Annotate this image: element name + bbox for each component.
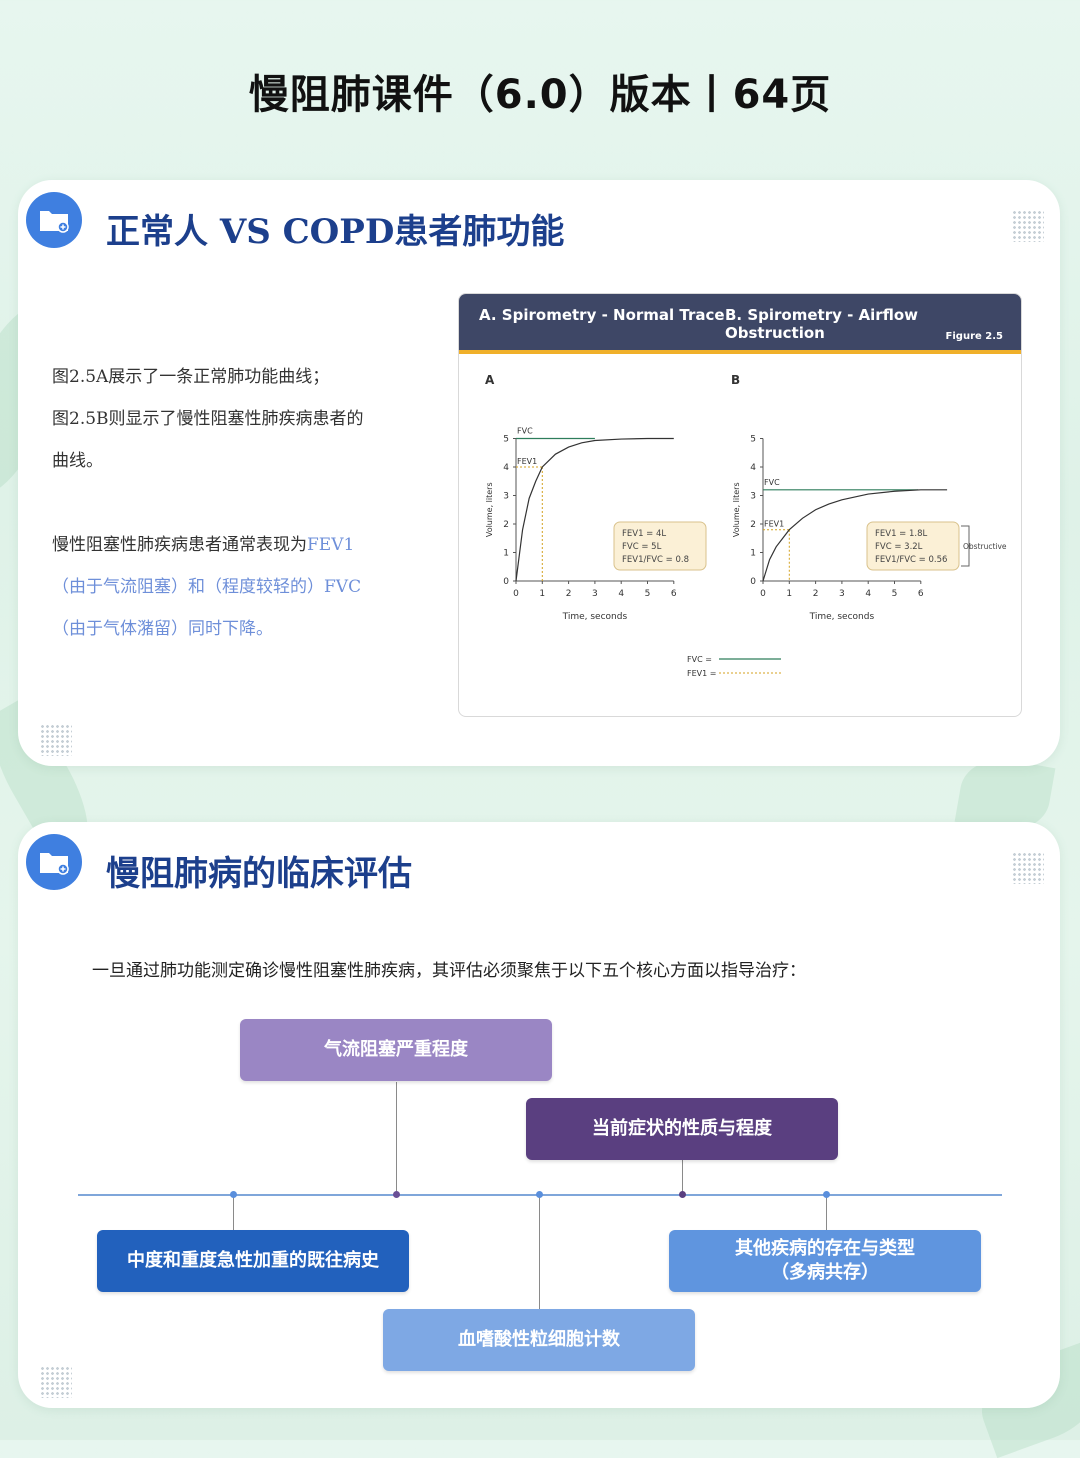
- info-box: [613, 521, 707, 571]
- connector-line: [539, 1194, 540, 1309]
- y-tick-label: 2: [750, 520, 756, 530]
- highlight-fev1: FEV1: [307, 535, 355, 555]
- folder-icon: [26, 192, 82, 248]
- text-line: 图2.5A展示了一条正常肺功能曲线；: [52, 367, 330, 387]
- fvc-label: FVC: [764, 478, 780, 487]
- text-span: 慢性阻塞性肺疾病患者通常表现为: [52, 535, 307, 555]
- x-tick-label: 3: [839, 589, 845, 599]
- x-tick-label: 5: [892, 589, 898, 599]
- connector-line: [233, 1194, 234, 1230]
- timeline-node: [393, 1191, 400, 1198]
- x-axis-label: Time, seconds: [562, 612, 628, 622]
- assessment-intro: 一旦通过肺功能测定确诊慢性阻塞性肺疾病，其评估必须聚焦于以下五个核心方面以指导治…: [92, 961, 806, 981]
- legend-fvc-label: FVC =: [687, 655, 712, 664]
- folder-icon: [26, 834, 82, 890]
- aspect-exacerbation-history: 中度和重度急性加重的既往病史: [97, 1230, 409, 1292]
- volume-curve: [515, 437, 674, 582]
- timeline-node: [679, 1191, 686, 1198]
- info-text: FVC = 3.2L: [875, 542, 923, 552]
- y-tick-label: 4: [503, 463, 509, 473]
- figure-title-b: B. Spirometry - Airflow Obstruction: [725, 306, 918, 342]
- panel-letter: B: [731, 373, 740, 387]
- timeline-node: [823, 1191, 830, 1198]
- fev1-label: FEV1: [764, 520, 784, 529]
- y-tick-label: 1: [750, 549, 756, 559]
- aspect-label: 血嗜酸性粒细胞计数: [458, 1329, 620, 1350]
- timeline-node: [536, 1191, 543, 1198]
- y-axis-label: Volume, liters: [732, 482, 741, 537]
- aspect-label: 其他疾病的存在与类型: [735, 1238, 915, 1259]
- info-text: FEV1/FVC = 0.56: [875, 555, 947, 565]
- fvc-label: FVC: [517, 427, 533, 436]
- info-text: FEV1/FVC = 0.8: [622, 555, 689, 565]
- y-tick-label: 0: [503, 577, 509, 587]
- page-title: 慢阻肺课件（6.0）版本丨64页: [248, 72, 832, 118]
- y-tick-label: 1: [503, 549, 509, 559]
- aspect-comorbidities: 其他疾病的存在与类型 （多病共存）: [669, 1230, 981, 1292]
- y-tick-label: 0: [750, 577, 756, 587]
- figure-number: Figure 2.5: [945, 331, 1003, 342]
- info-text: FEV1 = 4L: [622, 529, 666, 539]
- description-paragraph-2: 慢性阻塞性肺疾病患者通常表现为FEV1 （由于气流阻塞）和（程度较轻的）FVC …: [52, 524, 432, 650]
- obstructive-bracket: [961, 525, 970, 567]
- aspect-airflow-severity: 气流阻塞严重程度: [240, 1019, 552, 1081]
- section-title: 正常人 VS COPD患者肺功能: [106, 212, 565, 252]
- connector-line: [682, 1160, 683, 1194]
- dot-grid-decoration: [1012, 210, 1044, 242]
- aspect-label: 当前症状的性质与程度: [592, 1118, 772, 1139]
- aspect-label: 气流阻塞严重程度: [324, 1039, 468, 1060]
- highlight-line: （由于气体潴留）同时下降。: [52, 619, 273, 639]
- highlight-line: （由于气流阻塞）和（程度较轻的）FVC: [52, 577, 362, 597]
- x-tick-label: 1: [786, 589, 792, 599]
- y-tick-label: 2: [503, 520, 509, 530]
- section-title: 慢阻肺病的临床评估: [106, 854, 412, 894]
- text-line: 曲线。: [52, 451, 103, 471]
- x-tick-label: 2: [566, 589, 572, 599]
- volume-curve: [762, 489, 948, 582]
- x-tick-label: 2: [813, 589, 819, 599]
- connector-line: [826, 1194, 827, 1230]
- x-tick-label: 0: [760, 589, 766, 599]
- y-tick-label: 5: [750, 435, 756, 445]
- spirometry-figure: A. Spirometry - Normal Trace B. Spiromet…: [458, 293, 1022, 717]
- x-tick-label: 1: [539, 589, 545, 599]
- aspect-current-symptoms: 当前症状的性质与程度: [526, 1098, 838, 1160]
- x-tick-label: 6: [918, 589, 924, 599]
- info-text: FEV1 = 1.8L: [875, 529, 928, 539]
- x-tick-label: 6: [671, 589, 677, 599]
- text-line: 慢性阻塞性肺疾病患者通常表现为FEV1: [52, 524, 432, 566]
- figure-header: A. Spirometry - Normal Trace B. Spiromet…: [459, 294, 1021, 354]
- y-tick-label: 3: [750, 492, 756, 502]
- description-paragraph-1: 图2.5A展示了一条正常肺功能曲线； 图2.5B则显示了慢性阻塞性肺疾病患者的 …: [52, 356, 432, 482]
- x-tick-label: 4: [618, 589, 624, 599]
- y-tick-label: 5: [503, 435, 509, 445]
- dot-grid-decoration: [40, 1366, 72, 1398]
- info-text: FVC = 5L: [622, 542, 662, 552]
- clinical-assessment-card: 慢阻肺病的临床评估 一旦通过肺功能测定确诊慢性阻塞性肺疾病，其评估必须聚焦于以下…: [18, 822, 1060, 1408]
- x-axis-label: Time, seconds: [809, 612, 875, 622]
- dot-grid-decoration: [1012, 852, 1044, 884]
- dot-grid-decoration: [40, 724, 72, 756]
- aspect-label-line2: （多病共存）: [771, 1262, 879, 1283]
- x-tick-label: 5: [645, 589, 651, 599]
- legend-fev1-label: FEV1 =: [687, 669, 716, 678]
- timeline-node: [230, 1191, 237, 1198]
- y-tick-label: 4: [750, 463, 756, 473]
- x-tick-label: 0: [513, 589, 519, 599]
- x-tick-label: 3: [592, 589, 598, 599]
- figure-title-a: A. Spirometry - Normal Trace: [479, 306, 725, 324]
- aspect-label: 中度和重度急性加重的既往病史: [127, 1250, 379, 1271]
- panel-letter: A: [485, 373, 495, 387]
- text-line: 图2.5B则显示了慢性阻塞性肺疾病患者的: [52, 409, 364, 429]
- info-box: [866, 521, 960, 571]
- y-axis-label: Volume, liters: [485, 482, 494, 537]
- x-tick-label: 4: [865, 589, 871, 599]
- obstructive-label: Obstructive: [963, 542, 1007, 551]
- y-tick-label: 3: [503, 492, 509, 502]
- lung-function-card: 正常人 VS COPD患者肺功能 图2.5A展示了一条正常肺功能曲线； 图2.5…: [18, 180, 1060, 766]
- fev1-label: FEV1: [517, 457, 537, 466]
- aspect-eosinophil-count: 血嗜酸性粒细胞计数: [383, 1309, 695, 1371]
- connector-line: [396, 1082, 397, 1194]
